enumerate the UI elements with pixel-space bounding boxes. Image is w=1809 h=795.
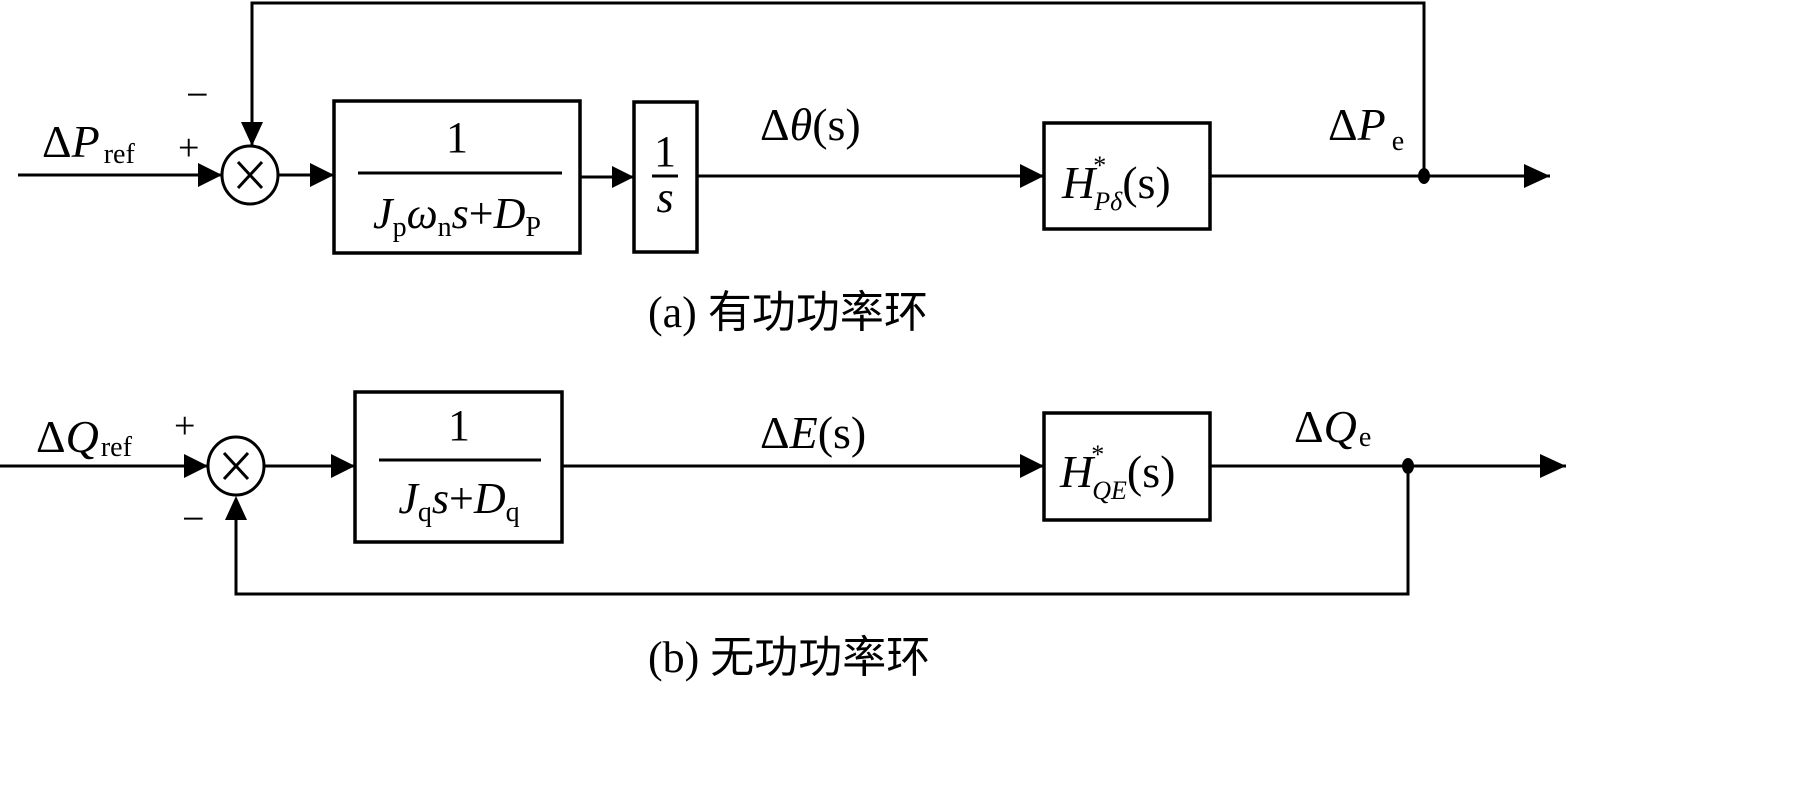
reactive-power-loop: ΔQref + − 1 Jqs+Dq ΔE(s) H*QE(s) — [0, 390, 1566, 682]
minus-sign: − — [182, 496, 205, 541]
feedback-path-p — [250, 1, 1426, 176]
svg-text:1: 1 — [448, 401, 470, 450]
input-label-q-ref: ΔQref — [36, 411, 133, 463]
svg-text:1: 1 — [654, 127, 676, 176]
signal-label-delta-theta: Δθ(s) — [760, 99, 861, 150]
minus-sign: − — [186, 72, 209, 117]
transfer-block-h-qe: H*QE(s) — [1042, 411, 1212, 522]
plus-sign: + — [174, 405, 195, 447]
arrow-icon — [612, 166, 634, 188]
svg-text:s: s — [656, 173, 673, 222]
integrator-block: 1 s — [632, 100, 699, 254]
arrow-icon — [1524, 164, 1550, 188]
plus-sign: + — [178, 127, 199, 169]
svg-text:H*Pδ(s): H*Pδ(s) — [1061, 151, 1171, 216]
feedback-path-q — [234, 466, 1410, 596]
summing-junction-q — [206, 435, 266, 497]
summing-junction-p — [220, 144, 280, 206]
arrow-icon — [1020, 164, 1044, 188]
caption-active-loop: (a) 有功功率环 — [648, 288, 928, 337]
arrow-icon — [1540, 454, 1566, 478]
svg-text:1: 1 — [446, 113, 468, 162]
arrow-icon — [184, 454, 208, 478]
arrow-icon — [1020, 454, 1044, 478]
transfer-block-h-p-delta: H*Pδ(s) — [1042, 121, 1212, 231]
arrow-icon — [225, 496, 247, 520]
inertia-damping-block-p: 1 Jpωns+DP — [332, 99, 582, 255]
svg-text:H*QE(s): H*QE(s) — [1059, 440, 1175, 505]
block1-denominator: Jqs+Dq — [398, 474, 519, 528]
arrow-icon — [310, 163, 334, 187]
output-label-q-e: ΔQe — [1294, 401, 1371, 453]
block1-denominator: Jpωns+DP — [373, 189, 541, 243]
arrow-icon — [241, 122, 263, 146]
caption-reactive-loop: (b) 无功功率环 — [648, 633, 930, 682]
signal-label-delta-e: ΔE(s) — [760, 407, 866, 458]
inertia-damping-block-q: 1 Jqs+Dq — [353, 390, 564, 544]
arrow-icon — [198, 163, 222, 187]
arrow-icon — [331, 454, 355, 478]
